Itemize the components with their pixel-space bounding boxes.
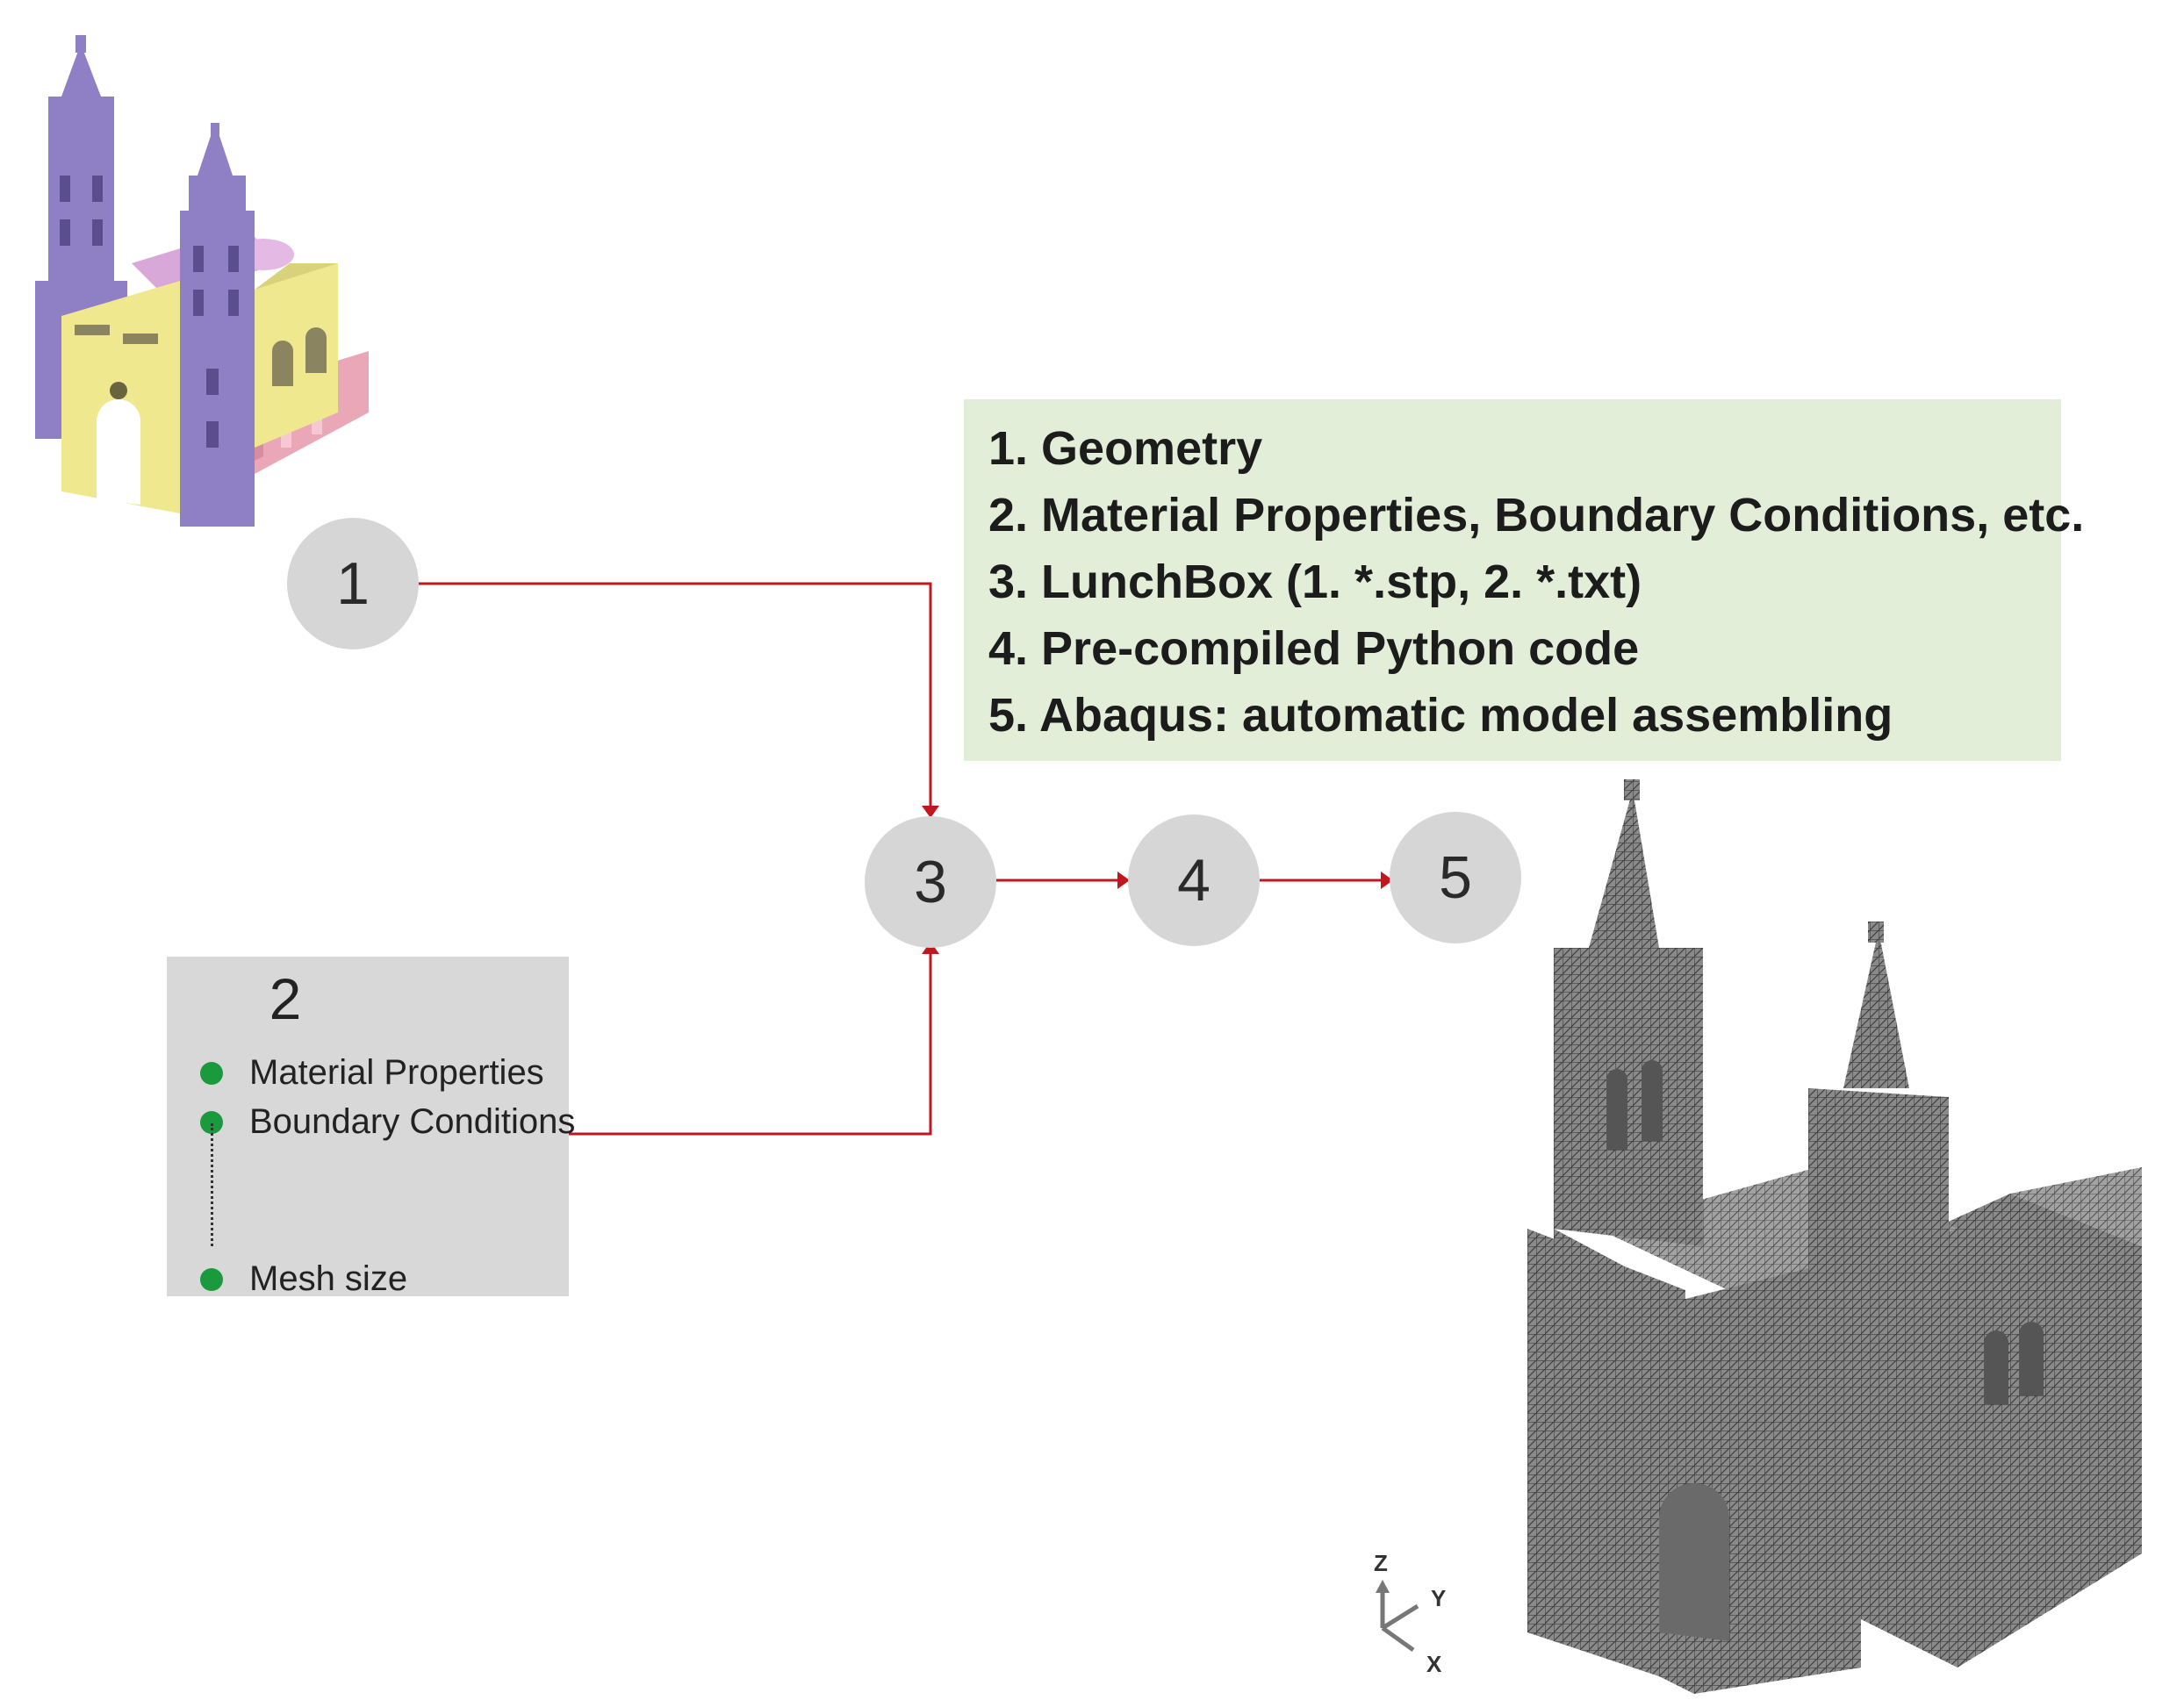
param-label: Mesh size: [249, 1259, 408, 1298]
param-label: Boundary Conditions: [249, 1102, 576, 1141]
parameters-box-title: 2: [269, 966, 302, 1031]
connector-2-to-3: [569, 952, 932, 1136]
step-item-lunchbox: 3. LunchBox (1. *.stp, 2. *.txt): [988, 556, 1642, 608]
step-node-5-label: 5: [1439, 844, 1472, 911]
arrowhead-into-3-bottom: [922, 942, 939, 954]
step-node-4: 4: [1128, 814, 1260, 946]
workflow-steps-box: 1. Geometry 2. Material Properties, Boun…: [964, 399, 2085, 761]
step-node-3-label: 3: [914, 849, 947, 915]
axis-label-y: Y: [1431, 1585, 1446, 1611]
step-node-1: 1: [287, 518, 419, 649]
param-material-properties: Material Properties: [200, 1053, 544, 1093]
dotted-connector-line: [211, 1123, 213, 1246]
step-item-abaqus: 5. Abaqus: automatic model assembling: [988, 689, 1893, 742]
bullet-icon: [200, 1267, 223, 1291]
step-node-3: 3: [865, 816, 996, 948]
arrowhead-into-5: [1381, 871, 1393, 889]
bullet-icon: [200, 1061, 223, 1085]
arrowhead-into-4: [1117, 871, 1130, 889]
step-node-5: 5: [1390, 812, 1521, 943]
axis-label-z: Z: [1374, 1550, 1388, 1576]
connector-1-to-3: [417, 582, 932, 807]
step-node-4-label: 4: [1177, 847, 1211, 914]
parameters-box: 2 Material Properties Boundary Condition…: [167, 957, 575, 1299]
step-item-geometry: 1. Geometry: [988, 422, 1263, 475]
arrowhead-into-3-top: [922, 806, 939, 818]
step-node-1-label: 1: [336, 550, 370, 617]
step-item-python-code: 4. Pre-compiled Python code: [988, 622, 1640, 675]
param-mesh-size: Mesh size: [200, 1259, 407, 1299]
param-boundary-conditions: Boundary Conditions: [200, 1102, 575, 1142]
axis-label-x: X: [1426, 1651, 1442, 1677]
step-item-material-properties: 2. Material Properties, Boundary Conditi…: [988, 489, 2085, 542]
param-label: Material Properties: [249, 1053, 544, 1092]
